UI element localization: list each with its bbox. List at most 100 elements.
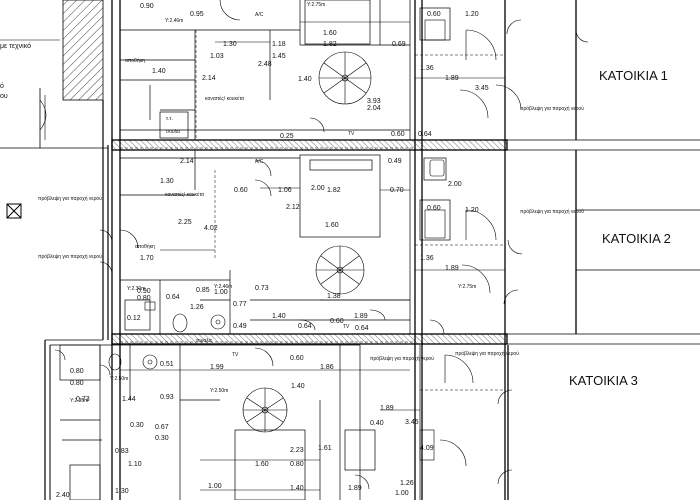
dim-label: 0.30 [155,435,169,442]
ac-label-2: A/C [255,159,264,165]
level-h: Y:2.50m [110,376,128,382]
dim-label: 1.30 [160,178,174,185]
unit-1-label: ΚΑΤΟΙΚΙΑ 1 [599,68,668,83]
unit-2-label: ΚΑΤΟΙΚΙΑ 2 [602,231,671,246]
dim-label: 1.10 [128,461,142,468]
dim-label: 0.70 [390,187,404,194]
dim-label: 0.40 [370,420,384,427]
dim-label: 0.85 [196,287,210,294]
dim-label: 2.48 [258,61,272,68]
fixtures [108,19,446,461]
dim-label: 1.89 [348,485,362,492]
dim-label: 1.89 [445,265,459,272]
dim-label: 0.80 [70,380,84,387]
left-note-technical: με τεχνικό [0,42,31,50]
dim-label: 1.45 [272,53,286,60]
level-d: Y:2.50m [210,388,228,394]
water-note-2: πρόβλεψη για παροχή νερού [38,195,102,202]
dim-label: 2.12 [286,204,300,211]
spiral-stair-bottom [242,387,288,433]
dim-label: 0.30 [130,422,144,429]
dim-label: 1.36 [420,65,434,72]
dim-label: 0.73 [76,396,90,403]
left-note-to: ό [0,82,4,90]
dim-label: 0.64 [418,131,432,138]
left-hatched-stair-block [62,0,104,101]
dim-label: 2.04 [367,105,381,112]
room-bunk-1: καναπές/ κουκέτα [205,95,244,102]
spiral-stair-top [318,51,372,105]
dim-label: 1.30 [223,41,237,48]
dim-label: 0.64 [355,325,369,332]
dim-label: 2.00 [448,181,462,188]
toilet-low [108,353,122,371]
door-swings [54,0,589,490]
dim-label: 0.95 [190,11,204,18]
dim-label: 2.23 [290,447,304,454]
sink-mid [210,314,226,330]
room-storage: αποθήκη [125,57,145,64]
tv-label-2: TV [343,324,350,330]
dim-label: 2.25 [178,219,192,226]
dim-label: 2.14 [180,158,194,165]
dim-label: 0.25 [280,133,294,140]
ac-label-1: A/C [255,12,264,18]
wc-hole-label: τ.τ. [166,116,173,122]
room-toilet: τουαλα [196,338,212,344]
dim-label: 3.93 [367,98,381,105]
dim-label: 0.51 [160,361,174,368]
unit-3-label: ΚΑΤΟΙΚΙΑ 3 [569,373,638,388]
dim-label: 3.45 [405,419,419,426]
dim-label: 0.60 [234,187,248,194]
dim-label: 1.20 [465,11,479,18]
dim-label: 1.38 [327,293,341,300]
dim-label: 0.60 [330,318,344,325]
dim-label: 1.06 [278,187,292,194]
vent-symbol [6,203,22,219]
level-c: Y:2.75m [458,284,476,290]
dim-label: 1.89 [380,405,394,412]
dim-label: 1.60 [325,222,339,229]
room-storage-2: αποθήκη [135,243,155,250]
level-g: Y:2.25m [70,398,88,404]
dim-label: 0.93 [160,394,174,401]
structural-walls [111,0,700,500]
sink-low [142,354,158,370]
toilet-mid [172,313,188,333]
dim-label: 0.60 [290,355,304,362]
dim-label: 2.40 [56,492,70,499]
dim-label: 0.64 [298,323,312,330]
dim-label: 0.80 [290,461,304,468]
dim-label: 0.80 [70,368,84,375]
dim-label: 1.00 [208,483,222,490]
level-b: Y:2.46m [165,18,183,24]
dim-label: 1.26 [190,304,204,311]
dim-label: 0.12 [127,315,141,322]
interior-partitions [50,0,451,500]
dim-label: 1.60 [255,461,269,468]
dim-label: 1.40 [290,485,304,492]
dim-label: 1.30 [115,488,129,495]
dim-label: 1.60 [323,30,337,37]
dim-label: 1.99 [210,364,224,371]
dim-label: 0.60 [391,131,405,138]
dim-label: 0.80 [137,295,151,302]
dim-label: 0.49 [388,158,402,165]
water-note-1: πρόβλεψη για παροχή νερού [520,105,584,112]
dim-label: 0.77 [233,301,247,308]
left-note-ou: ου [0,93,8,100]
dimension-ticks [120,21,505,491]
dim-label: 2.00 [311,185,325,192]
level-a: Y:2.75m [307,2,325,8]
dim-label: 1.20 [465,207,479,214]
dim-label: 0.60 [427,205,441,212]
level-f: Y:2.46m [214,284,232,290]
dim-label: 0.83 [115,448,129,455]
dim-label: 1.89 [354,313,368,320]
dim-label: 1.82 [327,187,341,194]
dim-label: 1.18 [272,41,286,48]
dim-label: 3.45 [475,85,489,92]
water-note-5: πρόβλεψη για παροχή νερού [455,350,519,357]
dimension-labels: 0.90 0.95 1.30 1.18 1.60 0.60 1.20 1.82 … [56,3,489,499]
dashed-lines [120,30,505,391]
